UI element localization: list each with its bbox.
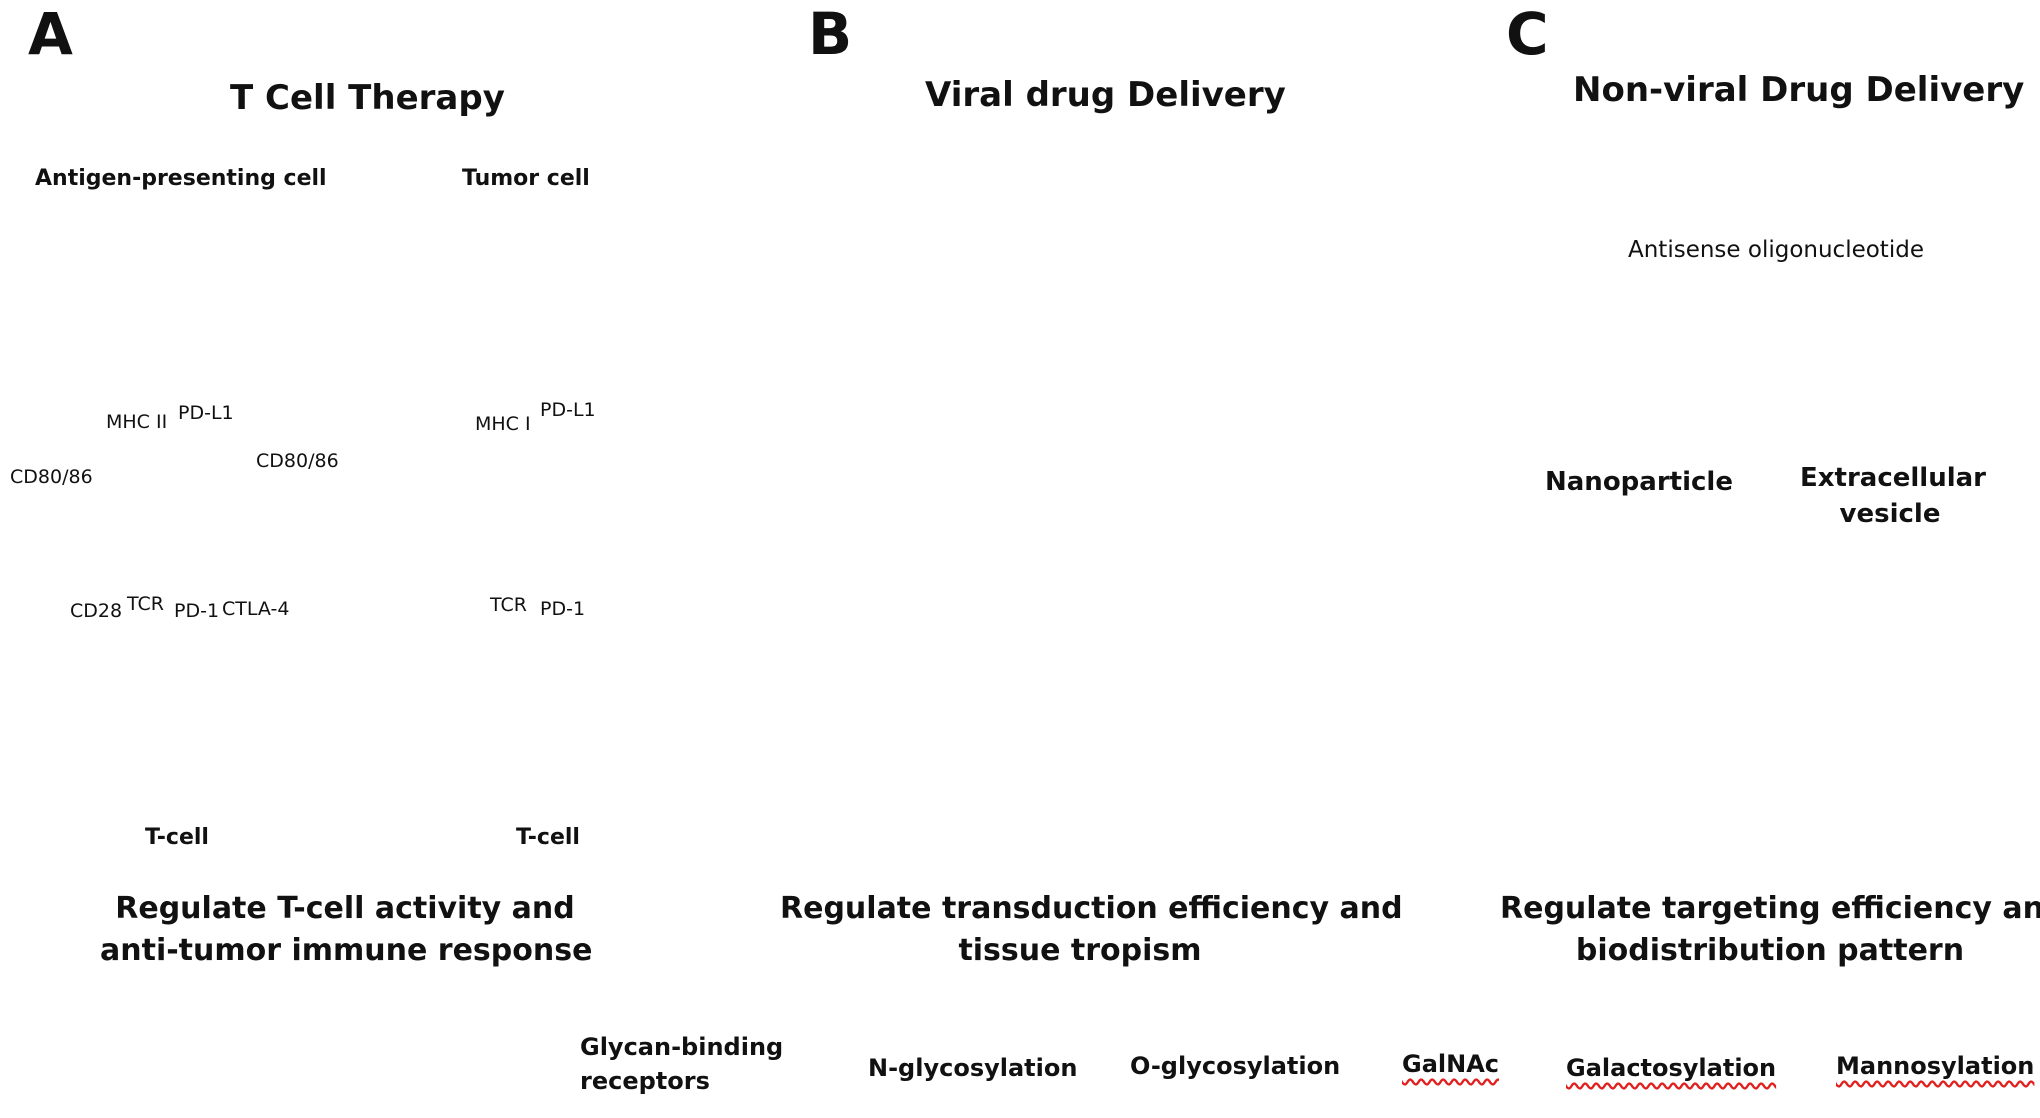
- legend-galnac-icon: [1359, 1039, 1398, 1107]
- target-cell-b: [971, 424, 1199, 612]
- caption-c-line1: Regulate targeting efficiency and: [1500, 891, 2040, 926]
- legend-manno: Mannosylation: [1836, 1052, 2035, 1080]
- legend-manno-icon: [1821, 1041, 1831, 1111]
- aso-helix: [1601, 173, 1924, 216]
- caption-b-line2: tissue tropism: [958, 933, 1202, 968]
- legend-glycan-binding-line1: Glycan-binding: [580, 1033, 784, 1061]
- glycan-cluster-a3: [440, 544, 504, 566]
- tumor-cell: [376, 214, 689, 452]
- legend-n-glyco-icon: [821, 1006, 862, 1107]
- legend-galnac: GalNAc: [1402, 1050, 1500, 1078]
- tcell-left-label: T-cell: [145, 825, 209, 850]
- panel-a-title: T Cell Therapy: [230, 78, 505, 118]
- caption-c-line2: biodistribution pattern: [1575, 933, 1965, 968]
- extracellular-vesicle: [1822, 293, 2026, 447]
- ev-label: Extracellular vesicle: [1800, 460, 1986, 532]
- cd8086-right-label: CD80/86: [256, 450, 339, 472]
- ev-label-line1: Extracellular: [1800, 463, 1986, 493]
- legend-glycan-binding-icon: [545, 1035, 567, 1078]
- eye: [1016, 669, 1201, 803]
- tissue-panel: [780, 600, 1395, 815]
- panel-letter-b: B: [808, 0, 853, 68]
- tcr-right-label: TCR: [490, 594, 527, 616]
- legend-glycan-binding-line2: receptors: [580, 1067, 710, 1095]
- receptors-left: [84, 426, 259, 605]
- glycan-cluster-a4: [572, 529, 638, 551]
- legend-glycan-binding: Glycan-binding receptors: [580, 1030, 783, 1098]
- target-cell-c: [1668, 636, 1908, 840]
- nanoparticle-label: Nanoparticle: [1545, 467, 1733, 497]
- nanoparticle: [1527, 294, 1701, 436]
- virus-capsid: [981, 168, 1208, 307]
- pd1-left-label: PD-1: [174, 600, 220, 622]
- pd1-right-label: PD-1: [540, 598, 586, 620]
- legend-n-glyco: N-glycosylation: [868, 1054, 1078, 1082]
- arrow-down-small: [1066, 320, 1102, 356]
- receptors-right: [489, 421, 579, 604]
- tcell-right: [401, 553, 684, 804]
- tcell-left: [47, 553, 313, 799]
- tcell-right-label: T-cell: [516, 825, 580, 850]
- ctla4-label: CTLA-4: [222, 598, 290, 620]
- apc-label: Antigen-presenting cell: [35, 166, 327, 191]
- caption-b-line1: Regulate transduction efficiency and: [780, 891, 1403, 926]
- legend-galacto-icon: [1552, 1040, 1564, 1111]
- panel-c-title: Non-viral Drug Delivery: [1573, 70, 2025, 110]
- aso-label: Antisense oligonucleotide: [1628, 237, 1924, 263]
- tcr-left-label: TCR: [127, 593, 164, 615]
- liver: [812, 686, 982, 798]
- mhc2-label: MHC II: [106, 411, 168, 433]
- legend-galacto: Galactosylation: [1566, 1054, 1777, 1082]
- caption-b: Regulate transduction efficiency and tis…: [780, 888, 1403, 972]
- cd8086-left-label: CD80/86: [10, 466, 93, 488]
- arrow-down-large: [1706, 518, 1836, 632]
- caption-a: Regulate T-cell activity and anti-tumor …: [100, 888, 593, 972]
- caption-a-line1: Regulate T-cell activity and: [115, 891, 575, 926]
- cd28-label: CD28: [70, 600, 123, 622]
- caption-a-line2: anti-tumor immune response: [100, 933, 593, 968]
- tumor-cell-label: Tumor cell: [462, 166, 590, 191]
- apc-cell: [32, 199, 303, 450]
- panel-letter-c: C: [1506, 0, 1549, 68]
- pdl1-right-label: PD-L1: [540, 399, 596, 421]
- lungs: [1212, 672, 1344, 793]
- caption-c: Regulate targeting efficiency and biodis…: [1500, 888, 2040, 972]
- ev-label-line2: vesicle: [1839, 499, 1941, 529]
- panel-letter-a: A: [28, 0, 73, 68]
- pdl1-left-label: PD-L1: [178, 402, 234, 424]
- legend-o-glyco: O-glycosylation: [1130, 1052, 1341, 1080]
- glycan-on-cell-b: [1033, 340, 1145, 425]
- mhc1-label: MHC I: [475, 413, 531, 435]
- glycan-cluster-a2: [252, 529, 318, 551]
- panel-b-title: Viral drug Delivery: [925, 75, 1286, 115]
- glycan-cluster-a1: [22, 543, 92, 566]
- legend-o-glyco-icon: [1106, 1006, 1118, 1095]
